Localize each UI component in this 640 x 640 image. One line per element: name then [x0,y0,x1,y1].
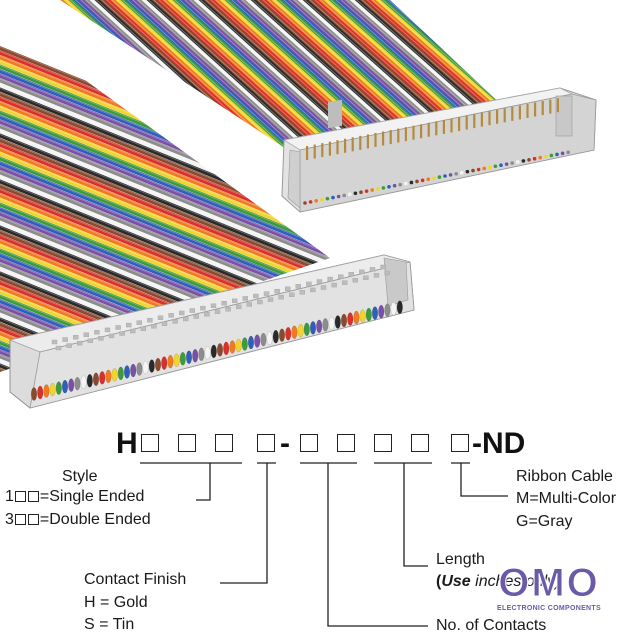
lower-idc-connector [8,254,415,409]
part-number-prefix: H [116,427,138,460]
contact-finish-gold: H = Gold [84,594,148,611]
mini-box [14,514,26,525]
ribbon-multi-color: M=Multi-Color [516,490,617,507]
style-double-prefix: 3 [5,511,14,528]
finish-box [257,434,275,452]
contact-finish-tin: S = Tin [84,616,135,633]
part-number-suffix: -ND [472,427,526,460]
length-note-open: ( [436,573,442,590]
mini-box [14,491,26,502]
style-box-2 [178,434,196,452]
length-note-bold: Use [441,573,471,590]
contacts-box-2 [337,434,355,452]
style-single-text: =Single Ended [39,488,145,505]
style-double-text: =Double Ended [39,511,151,528]
length-box-2 [411,434,429,452]
length-title: Length [436,551,485,568]
contacts-title: No. of Contacts [436,617,547,634]
style-single-prefix: 1 [5,488,14,505]
upper-idc-connector [281,87,597,213]
watermark-logo: OMO ELECTRONIC COMPONENTS [480,560,618,616]
length-note-rest: inches only) [470,573,561,590]
ribbon-cable-title: Ribbon Cable [516,468,613,485]
mini-box [27,514,39,525]
contact-finish-title: Contact Finish [84,571,187,588]
style-title: Style [62,468,98,485]
length-box-1 [374,434,392,452]
style-single-ended: 1 =Single Ended [5,487,144,507]
ribbon-gray: G=Gray [516,513,573,530]
watermark-subtitle: ELECTRONIC COMPONENTS [480,604,618,614]
part-number-dash: - [280,427,290,460]
length-note: (Use inches only) [436,572,561,592]
cable-box [451,434,469,452]
style-box-3 [215,434,233,452]
mini-box [27,491,39,502]
watermark-logo-text: OMO [498,561,600,605]
ribbon-cable-photo [0,0,597,409]
contacts-box-1 [300,434,318,452]
style-box-1 [141,434,159,452]
style-double-ended: 3 =Double Ended [5,510,151,530]
